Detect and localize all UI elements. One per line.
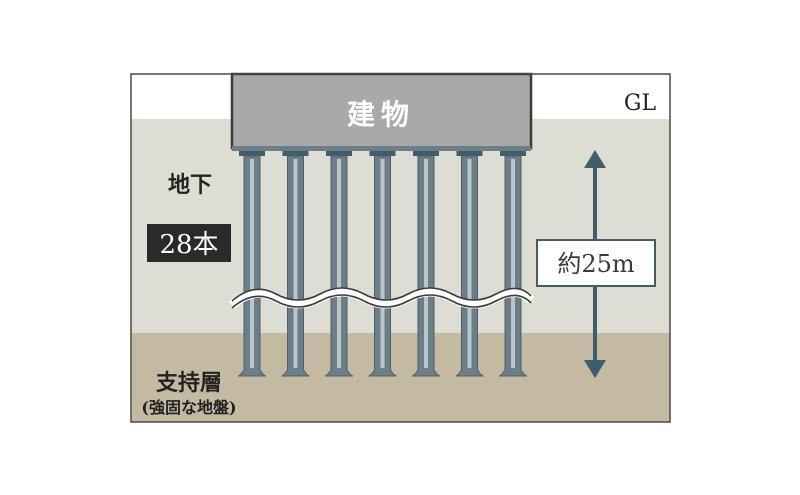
pile-highlight [293,159,298,368]
pile-highlight [511,159,515,368]
bearing-layer-label: 支持層 [156,370,222,396]
pile-cap [369,151,396,156]
wave-break-line-upper [231,287,532,302]
diagram-frame [130,73,671,423]
depth-label: 約25m [557,250,635,278]
pile-cap [500,151,526,156]
pile-group [237,151,528,377]
pile-cap [326,151,352,156]
wave-break-line-lower [231,294,532,309]
pile-cap [239,151,265,156]
depth-arrow-head-bottom [584,360,606,378]
depth-arrow-head-top [584,150,606,168]
ground-level-label: GL [624,91,657,116]
pile-count-badge [147,224,231,262]
pile-cap [456,151,483,156]
building-base-plate [232,146,531,151]
underground-label: 地下 [168,173,212,198]
bearing-layer [131,333,670,422]
pile-highlight [424,159,428,368]
pile-highlight [337,159,341,368]
pile-cap [282,151,309,156]
pile-highlight [380,159,385,368]
depth-label-box [536,239,656,287]
pile-highlight [467,159,472,368]
pile-count-label: 28本 [159,230,218,260]
pile-highlight [250,159,254,368]
building [230,72,533,150]
bearing-layer-note: (強固な地盤) [141,398,236,417]
wave-break-outer [229,287,535,309]
pile-cap [413,151,439,156]
building-label: 建物 [347,98,415,131]
